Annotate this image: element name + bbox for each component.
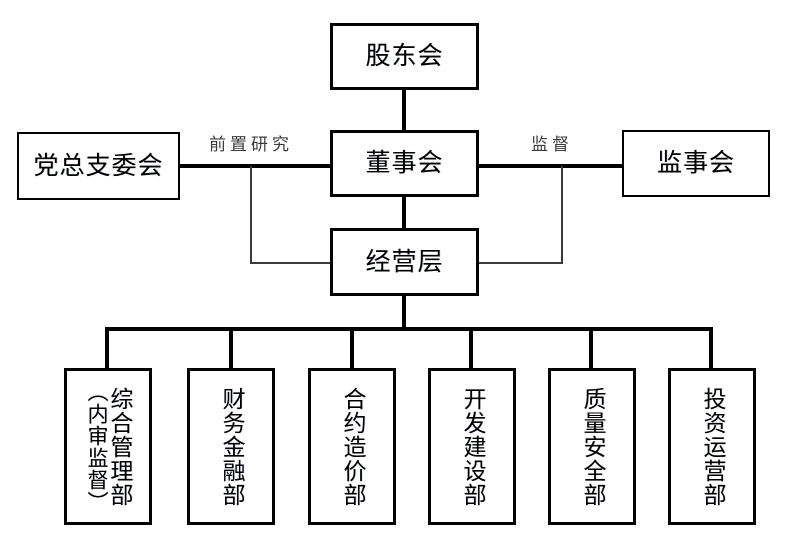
node-management-layer[interactable]: 经营层 [330,228,479,296]
connector-management-to-bus [402,295,406,331]
dept-label-secondary: （内审监督） [84,380,108,513]
connector-party-to-board [178,164,332,168]
node-shareholders-meeting[interactable]: 股东会 [330,23,479,90]
dept-box-finance[interactable]: 财务金融部 [187,368,275,525]
relation-label-supervision: 监督 [531,135,573,154]
dept-label-primary: 财务金融部 [218,386,245,507]
connector-supervisor-branch-vertical [561,166,563,264]
dept-box-contract-cost[interactable]: 合约造价部 [308,368,396,525]
connector-bus-to-dept-5 [589,327,593,369]
relation-label-pre-research: 前置研究 [209,135,293,154]
dept-label-primary: 质量安全部 [579,386,606,507]
department-bus-line [105,327,713,331]
connector-party-branch-vertical [250,166,252,264]
connector-bus-to-dept-6 [709,327,713,369]
connector-bus-to-dept-4 [469,327,473,369]
node-board-of-directors[interactable]: 董事会 [330,130,479,197]
connector-bus-to-dept-2 [229,327,233,369]
connector-bus-to-dept-1 [105,327,109,369]
connector-supervisor-branch-horizontal [477,262,563,264]
connector-bus-to-dept-3 [350,327,354,369]
dept-box-investment-operations[interactable]: 投资运营部 [668,368,756,525]
dept-box-development-construction[interactable]: 开发建设部 [428,368,516,525]
dept-box-quality-safety[interactable]: 质量安全部 [548,368,636,525]
node-management-layer-label: 经营层 [365,247,444,276]
node-board-of-directors-label: 董事会 [365,149,444,178]
node-shareholders-meeting-label: 股东会 [365,42,444,71]
dept-label-primary: 投资运营部 [699,386,726,507]
connector-board-to-supervisors [477,164,624,168]
connector-party-branch-horizontal [250,262,332,264]
dept-label-primary: 开发建设部 [459,386,486,507]
connector-shareholders-to-board [402,88,406,133]
connector-board-to-management [402,195,406,230]
node-board-of-supervisors[interactable]: 监事会 [622,130,770,197]
dept-box-comprehensive-management[interactable]: 综合管理部 （内审监督） [64,368,152,525]
dept-label-primary: 综合管理部 [106,386,133,507]
node-party-committee-label: 党总支委会 [33,151,164,180]
node-party-committee[interactable]: 党总支委会 [17,132,180,200]
node-board-of-supervisors-label: 监事会 [656,149,735,178]
dept-label-primary: 合约造价部 [339,386,366,507]
